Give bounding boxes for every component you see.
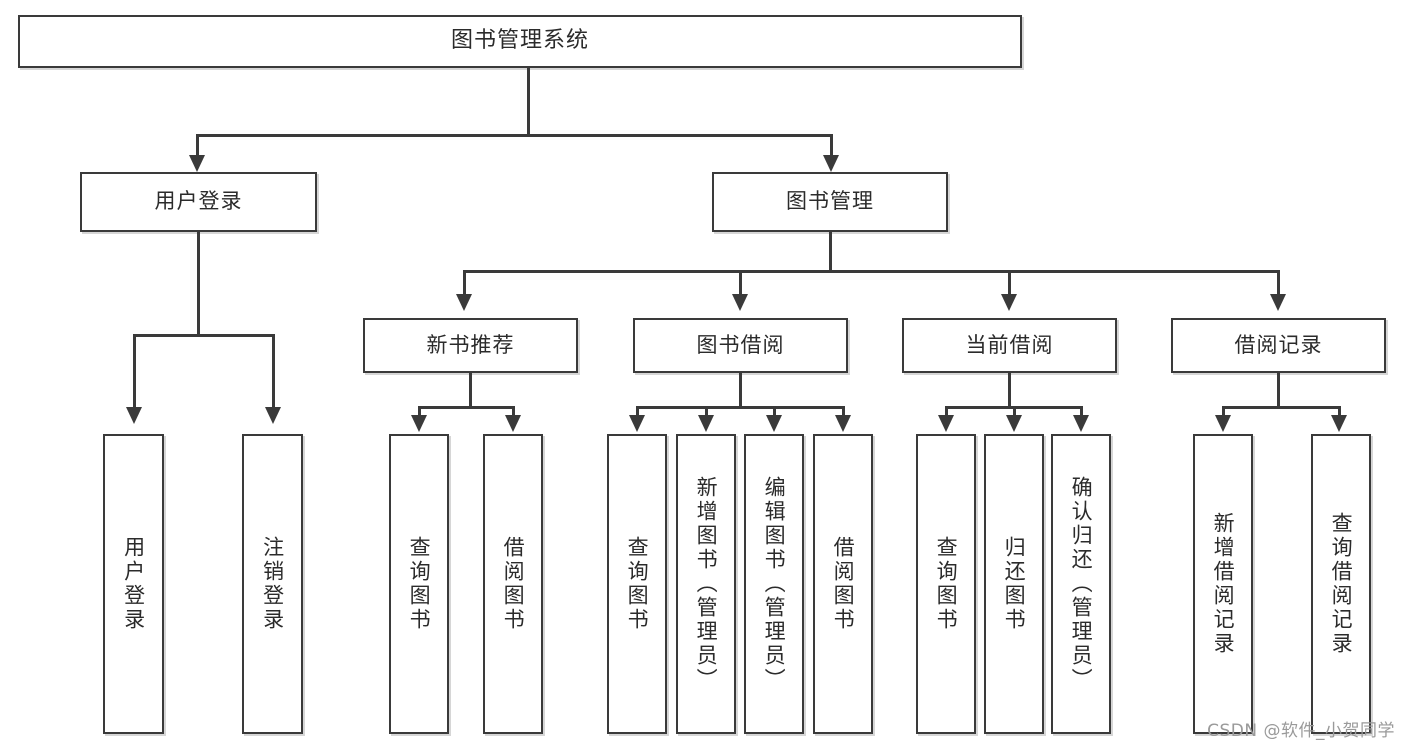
- connector-bookmgmt-to-current: [1008, 270, 1011, 296]
- leaf-label: 查询图书: [934, 536, 959, 632]
- connector-bookborrow-stem: [739, 373, 742, 409]
- connector-bookborrow-to-leaf2: [705, 406, 708, 417]
- arrowhead-borrowrecord-to-leaf2: [1331, 415, 1347, 432]
- arrowhead-currentborrow-to-leaf1: [938, 415, 954, 432]
- connector-currentborrow-to-leaf3: [1080, 406, 1083, 417]
- connector-root-stem: [527, 68, 530, 136]
- leaf-search-borrow-record[interactable]: 查询借阅记录: [1311, 434, 1371, 734]
- node-book-borrow[interactable]: 图书借阅: [633, 318, 848, 373]
- watermark-text: CSDN @软件_小贺同学: [1207, 721, 1395, 741]
- leaf-borrow-book-newbook[interactable]: 借阅图书: [483, 434, 543, 734]
- node-user-login[interactable]: 用户登录: [80, 172, 317, 232]
- connector-currentborrow-to-leaf2: [1013, 406, 1016, 417]
- leaf-label: 查询图书: [407, 536, 432, 632]
- leaf-label: 确认归还（管理员）: [1069, 476, 1094, 692]
- connector-root-to-login: [196, 134, 199, 157]
- connector-bookborrow-to-leaf3: [773, 406, 776, 417]
- leaf-return-book[interactable]: 归还图书: [984, 434, 1044, 734]
- connector-newbook-bus: [418, 406, 515, 409]
- leaf-label: 新增图书（管理员）: [694, 476, 719, 692]
- leaf-label: 查询借阅记录: [1329, 512, 1354, 656]
- arrowhead-currentborrow-to-leaf3: [1073, 415, 1089, 432]
- connector-bookmgmt-to-new: [463, 270, 466, 296]
- leaf-search-book-newbook[interactable]: 查询图书: [389, 434, 449, 734]
- connector-bookborrow-to-leaf4: [842, 406, 845, 417]
- node-current-borrow[interactable]: 当前借阅: [902, 318, 1117, 373]
- connector-newbook-stem: [469, 373, 472, 409]
- connector-currentborrow-to-leaf1: [945, 406, 948, 417]
- connector-currentborrow-stem: [1008, 373, 1011, 409]
- leaf-label: 归还图书: [1002, 536, 1027, 632]
- connector-login-bus: [133, 334, 275, 337]
- node-label: 用户登录: [154, 189, 243, 214]
- arrowhead-login-to-leaf1: [126, 407, 142, 424]
- leaf-search-book-current[interactable]: 查询图书: [916, 434, 976, 734]
- connector-borrowrecord-to-leaf2: [1338, 406, 1341, 417]
- connector-borrowrecord-to-leaf1: [1222, 406, 1225, 417]
- node-label: 新书推荐: [426, 332, 515, 357]
- arrowhead-bookmgmt-to-new: [456, 294, 472, 311]
- arrowhead-login-to-leaf2: [265, 407, 281, 424]
- leaf-label: 用户登录: [121, 536, 146, 632]
- connector-bookmgmt-to-record: [1277, 270, 1280, 296]
- connector-login-to-leaf2: [272, 334, 275, 409]
- leaf-label: 编辑图书（管理员）: [762, 476, 787, 692]
- connector-borrowrecord-stem: [1277, 373, 1280, 409]
- leaf-user-login[interactable]: 用户登录: [103, 434, 164, 734]
- leaf-search-book-borrow[interactable]: 查询图书: [607, 434, 667, 734]
- leaf-edit-book-admin[interactable]: 编辑图书（管理员）: [744, 434, 804, 734]
- connector-bookborrow-bus: [636, 406, 844, 409]
- node-new-book-recommend[interactable]: 新书推荐: [363, 318, 578, 373]
- arrowhead-bookborrow-to-leaf3: [766, 415, 782, 432]
- connector-root-bus: [196, 134, 833, 137]
- node-label: 图书管理: [786, 189, 874, 214]
- leaf-label: 新增借阅记录: [1211, 512, 1236, 656]
- node-label: 借阅记录: [1234, 332, 1323, 357]
- arrowhead-bookborrow-to-leaf4: [835, 415, 851, 432]
- connector-bookmgmt-stem: [829, 232, 832, 272]
- node-label: 图书管理系统: [450, 28, 589, 54]
- arrowhead-root-to-bookmgmt: [823, 155, 839, 172]
- arrowhead-bookborrow-to-leaf2: [698, 415, 714, 432]
- connector-newbook-to-leaf1: [418, 406, 421, 417]
- arrowhead-currentborrow-to-leaf2: [1006, 415, 1022, 432]
- leaf-label: 借阅图书: [831, 536, 856, 632]
- leaf-label: 查询图书: [625, 536, 650, 632]
- arrowhead-newbook-to-leaf2: [505, 415, 521, 432]
- connector-bookborrow-to-leaf1: [636, 406, 639, 417]
- leaf-add-book-admin[interactable]: 新增图书（管理员）: [676, 434, 736, 734]
- leaf-confirm-return-admin[interactable]: 确认归还（管理员）: [1051, 434, 1111, 734]
- arrowhead-bookmgmt-to-borrow: [732, 294, 748, 311]
- leaf-logout[interactable]: 注销登录: [242, 434, 303, 734]
- connector-newbook-to-leaf2: [512, 406, 515, 417]
- node-borrow-record[interactable]: 借阅记录: [1171, 318, 1386, 373]
- node-root-system[interactable]: 图书管理系统: [18, 15, 1022, 68]
- leaf-borrow-book-borrow[interactable]: 借阅图书: [813, 434, 873, 734]
- node-label: 图书借阅: [696, 332, 785, 357]
- connector-bookmgmt-to-borrow: [739, 270, 742, 296]
- connector-bookmgmt-bus: [463, 270, 1277, 273]
- connector-login-stem: [197, 232, 200, 336]
- connector-root-to-bookmgmt: [830, 134, 833, 157]
- leaf-label: 注销登录: [260, 536, 285, 632]
- connector-borrowrecord-bus: [1222, 406, 1340, 409]
- arrowhead-newbook-to-leaf1: [411, 415, 427, 432]
- leaf-label: 借阅图书: [501, 536, 526, 632]
- arrowhead-bookborrow-to-leaf1: [629, 415, 645, 432]
- node-book-management[interactable]: 图书管理: [712, 172, 948, 232]
- arrowhead-bookmgmt-to-current: [1001, 294, 1017, 311]
- leaf-add-borrow-record[interactable]: 新增借阅记录: [1193, 434, 1253, 734]
- arrowhead-root-to-login: [189, 155, 205, 172]
- connector-login-to-leaf1: [133, 334, 136, 409]
- arrowhead-bookmgmt-to-record: [1270, 294, 1286, 311]
- arrowhead-borrowrecord-to-leaf1: [1215, 415, 1231, 432]
- node-label: 当前借阅: [965, 332, 1054, 357]
